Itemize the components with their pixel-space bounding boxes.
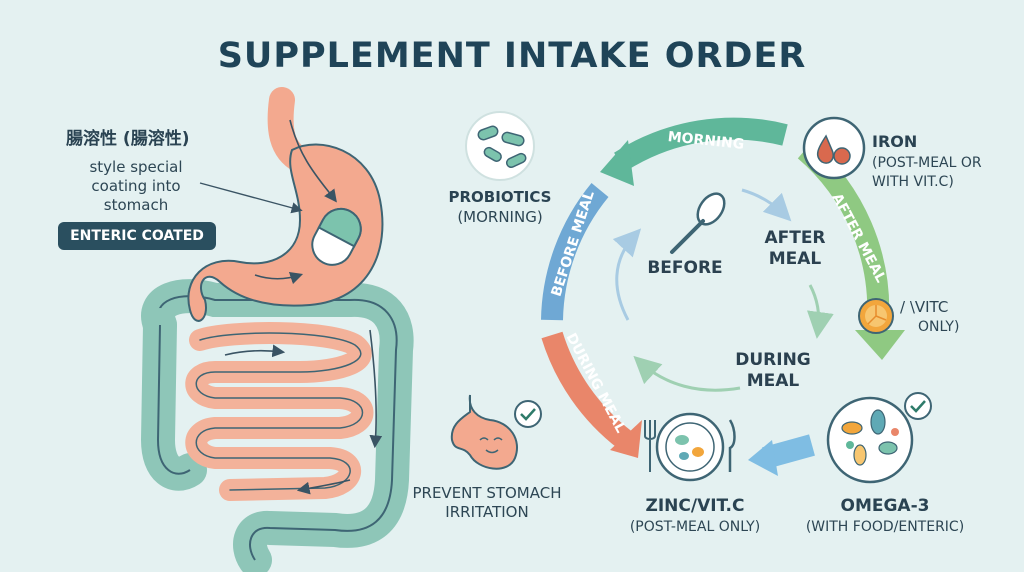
vitamin-c-icon (858, 298, 894, 334)
capsule-icon (311, 207, 362, 266)
zinc-name: ZINC/VIT.C (645, 496, 745, 516)
enteric-coated-badge: ENTERIC COATED (58, 222, 216, 250)
iron-icon (802, 116, 866, 180)
stomach-note: PREVENT STOMACH IRRITATION (412, 484, 562, 521)
check-icon (904, 392, 932, 420)
morning-arc (614, 117, 788, 172)
vitc-name: / \VITC (900, 298, 949, 316)
inner-label-before: BEFORE (647, 258, 723, 278)
small-intestine (185, 322, 374, 501)
enteric-description: style special coating into stomach (89, 158, 183, 214)
spoon-icon (670, 192, 726, 254)
enteric-heading: 腸溶性 (腸溶性) (66, 129, 190, 149)
iron-name: IRON (872, 132, 918, 151)
vitc-detail: ONLY) (918, 319, 960, 335)
check-icon (514, 400, 542, 428)
inner-label-after: AFTER MEAL (764, 228, 826, 269)
inner-cycle-arrows (612, 188, 834, 392)
before-meal-arc (541, 183, 609, 321)
happy-stomach-icon (450, 394, 518, 470)
iron-detail: (POST-MEAL OR WITH VIT.C) (872, 155, 982, 190)
omega-3-icon (826, 396, 914, 484)
page-title: SUPPLEMENT INTAKE ORDER (217, 36, 807, 76)
probiotics-icon (465, 111, 535, 181)
during-meal-arc (541, 331, 632, 449)
probiotics-name: PROBIOTICS (448, 188, 552, 206)
intake-cycle (541, 117, 905, 458)
plate-icon (644, 412, 736, 482)
inner-label-during: DURING MEAL (735, 350, 811, 391)
zinc-detail: (POST-MEAL ONLY) (629, 519, 761, 535)
probiotics-detail: (MORNING) (457, 208, 543, 226)
omega-3-detail: (WITH FOOD/ENTERIC) (805, 519, 965, 535)
arc-label-morning: MORNING (667, 129, 745, 153)
omega-3-name: OMEGA-3 (840, 496, 930, 516)
digestive-system-illustration (140, 87, 414, 572)
